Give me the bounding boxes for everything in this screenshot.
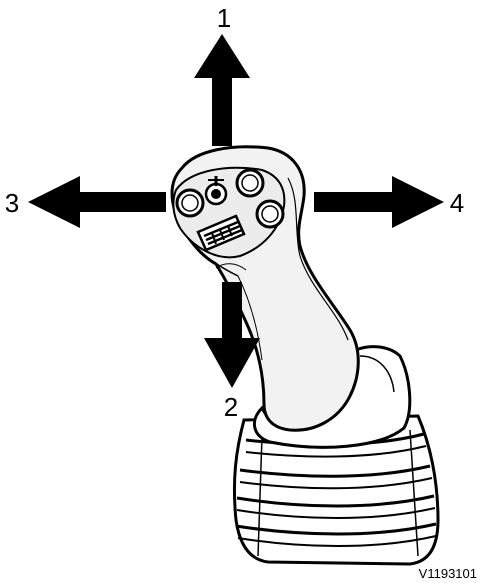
label-up: 1 [217,3,231,33]
label-left: 3 [5,188,19,218]
button-top-right [237,170,263,196]
joystick-handle [172,147,358,430]
arrow-left [28,176,166,228]
arrow-right [314,176,444,228]
button-right [257,201,283,227]
arrow-up [194,34,250,146]
reference-code: V1193101 [419,566,477,581]
label-right: 4 [450,188,464,218]
button-top-left [177,190,203,216]
mini-joystick [206,176,226,204]
label-down: 2 [224,392,238,422]
